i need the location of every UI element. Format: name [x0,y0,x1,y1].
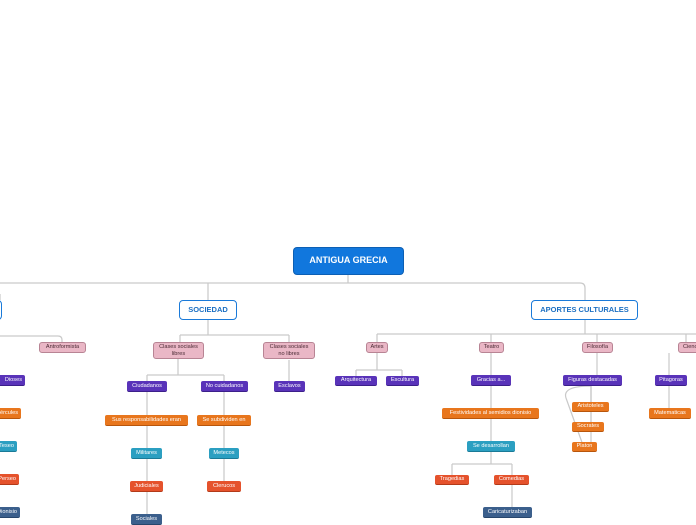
node-arquitectura[interactable]: Arquitectura [335,376,377,386]
node-dionisio[interactable]: Dionisio [0,507,20,518]
node-filosofia[interactable]: Filosofía [582,342,613,353]
node-metecos[interactable]: Metecos [209,448,239,459]
node-no-ciudadanos[interactable]: No cuidadanos [201,381,248,392]
node-judiciales[interactable]: Judiciales [130,481,163,492]
main-node-left-partial[interactable] [0,300,2,320]
node-escultura[interactable]: Escultura [386,376,419,386]
node-pitagoras[interactable]: Pitagoras [655,375,687,386]
node-clerucos[interactable]: Clerucos [207,481,241,492]
node-se-desarrollan[interactable]: Se desarrollan [467,441,515,452]
node-artes[interactable]: Artes [366,342,388,353]
node-ciudadanos[interactable]: Ciudadanos [127,381,167,392]
node-perseo[interactable]: Perseo [0,474,19,485]
node-matematicas[interactable]: Matematicas [649,408,691,419]
node-responsabilidades[interactable]: Sus responsabilidades eran [105,415,188,426]
main-node-aportes-culturales[interactable]: APORTES CULTURALES [531,300,638,320]
node-gracias[interactable]: Gracias a... [471,375,511,386]
node-clases-libres[interactable]: Clases sociales libres [153,342,204,359]
node-teseo[interactable]: Teseo [0,441,17,452]
node-socrates[interactable]: Socrates [572,422,604,432]
node-tragedias[interactable]: Tragedias [435,475,469,485]
node-platon[interactable]: Platon [572,442,597,452]
node-militares[interactable]: Militares [131,448,162,459]
node-ciencia[interactable]: Ciencia [678,342,696,353]
node-dioses[interactable]: Dioses [0,375,25,386]
node-hercules[interactable]: Hércules [0,408,21,419]
node-subdividen[interactable]: Se subdividen en [197,415,251,426]
main-node-sociedad[interactable]: SOCIEDAD [179,300,237,320]
node-antroformista[interactable]: Antroformista [39,342,86,353]
node-teatro[interactable]: Teatro [479,342,504,353]
root-node[interactable]: ANTIGUA GRECIA [294,248,403,274]
node-caricaturizaban[interactable]: Caricaturizaban [483,507,532,518]
node-festividades[interactable]: Festividades al semidios dionisio [442,408,539,419]
node-clases-no-libres[interactable]: Clases sociales no libres [263,342,315,359]
node-esclavos[interactable]: Esclavos [274,381,305,392]
node-aristoteles[interactable]: Aristoteles [572,402,609,412]
node-comedias[interactable]: Comedias [494,475,529,485]
node-figuras-destacadas[interactable]: Figuras destacadas [563,375,622,386]
